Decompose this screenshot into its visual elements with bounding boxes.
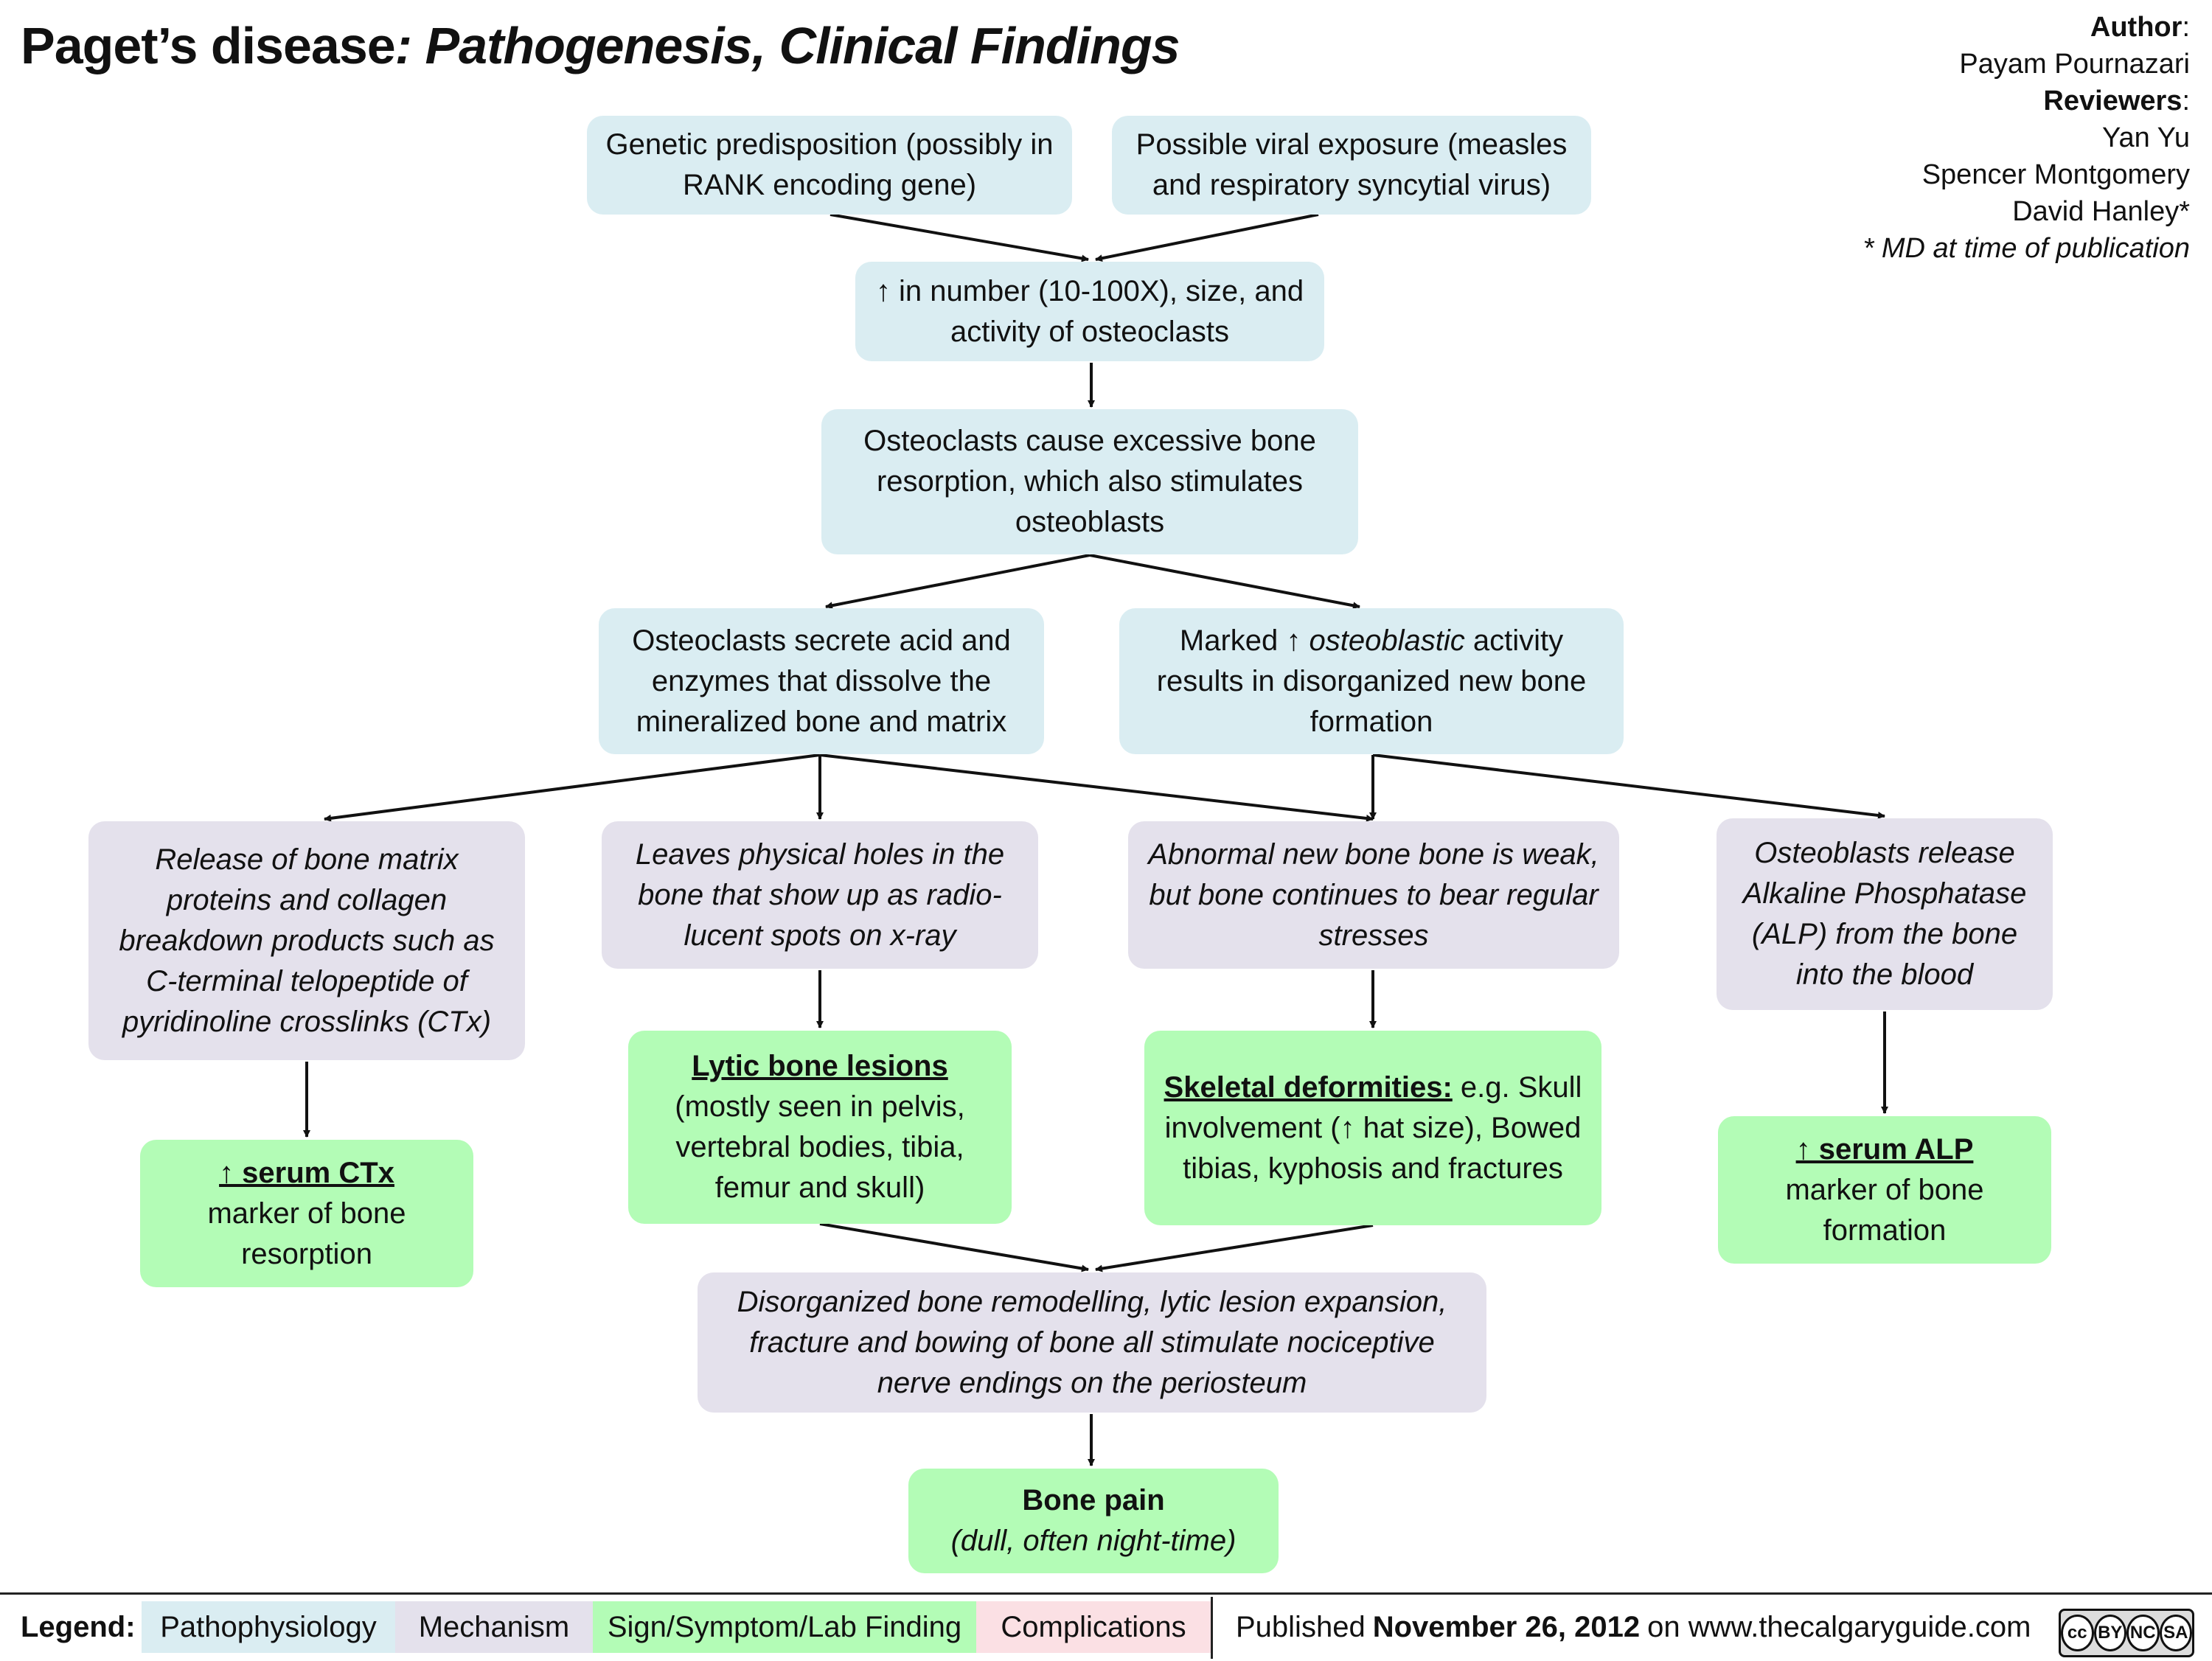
osteoblastic-post: activity results in disorganized new bon… xyxy=(1156,624,1587,738)
skeletal-deformities-title: Skeletal deformities: xyxy=(1164,1070,1453,1104)
nc-icon: NC xyxy=(2126,1615,2160,1651)
arrow xyxy=(1372,753,1885,819)
arrow xyxy=(830,213,1089,262)
author-label: Author xyxy=(2090,12,2183,43)
genetic-predisposition-box: Genetic predisposition (possibly in RANK… xyxy=(587,116,1072,215)
legend-sign-symptom: Sign/Symptom/Lab Finding xyxy=(593,1601,976,1653)
title-main: Paget’s disease xyxy=(21,17,396,74)
serum-alp-text: marker of bone formation xyxy=(1785,1173,1984,1247)
footer-divider xyxy=(1211,1597,1213,1659)
cc-icon: cc xyxy=(2061,1615,2094,1651)
reviewer-name: Yan Yu xyxy=(2101,122,2190,153)
arrow xyxy=(819,753,1374,822)
excessive-resorption-box: Osteoclasts cause excessive bone resorpt… xyxy=(821,409,1358,554)
legend-bar xyxy=(0,1592,2212,1661)
osteoclast-increase-box: ↑ in number (10-100X), size, and activit… xyxy=(855,262,1324,361)
creative-commons-badge: cc BY NC SA xyxy=(2059,1609,2194,1657)
legend-complications: Complications xyxy=(976,1601,1211,1653)
serum-alp-box: ↑ serum ALP marker of bone formation xyxy=(1718,1116,2051,1264)
legend-label: Legend: xyxy=(21,1610,136,1643)
viral-exposure-box: Possible viral exposure (measles and res… xyxy=(1112,116,1591,215)
nociceptive-stimulation-box: Disorganized bone remodelling, lytic les… xyxy=(698,1272,1486,1413)
skeletal-deformities-box: Skeletal deformities: e.g. Skull involve… xyxy=(1144,1031,1601,1225)
lytic-lesions-title: Lytic bone lesions xyxy=(692,1050,948,1082)
bone-matrix-release-box: Release of bone matrix proteins and coll… xyxy=(88,821,525,1060)
lytic-lesions-text: (mostly seen in pelvis, vertebral bodies… xyxy=(675,1090,965,1204)
legend-mechanism: Mechanism xyxy=(395,1601,593,1653)
arrow xyxy=(819,1222,1089,1272)
published-date: November 26, 2012 xyxy=(1372,1610,1641,1643)
published-pre: Published xyxy=(1236,1610,1366,1643)
website-url: on www.thecalgaryguide.com xyxy=(1647,1610,2031,1643)
serum-ctx-title: ↑ serum CTx xyxy=(219,1156,394,1189)
credits: Author: Payam Pournazari Reviewers: Yan … xyxy=(1777,9,2190,267)
bone-pain-title: Bone pain xyxy=(1022,1484,1165,1517)
osteoblastic-activity-box: Marked ↑ osteoblastic activity results i… xyxy=(1119,608,1624,754)
skeletal-deformities-detail: e.g. Skull involvement (↑ hat size), Bow… xyxy=(1164,1070,1582,1185)
serum-ctx-text: marker of bone resorption xyxy=(207,1197,406,1270)
author-name: Payam Pournazari xyxy=(1959,49,2190,80)
osteoblastic-em: osteoblastic xyxy=(1309,624,1465,657)
osteoblastic-activity-text: Marked ↑ osteoblastic activity results i… xyxy=(1135,621,1607,742)
arrow xyxy=(1095,1224,1374,1272)
sa-icon: SA xyxy=(2159,1615,2192,1651)
bone-pain-box: Bone pain (dull, often night-time) xyxy=(908,1469,1279,1573)
reviewer-name: Spencer Montgomery xyxy=(1921,159,2190,190)
arrow xyxy=(1089,554,1360,610)
md-note: * MD at time of publication xyxy=(1863,233,2190,264)
published-note: Published November 26, 2012 on www.theca… xyxy=(1236,1601,2047,1653)
serum-alp-title: ↑ serum ALP xyxy=(1795,1132,1974,1166)
serum-ctx-box: ↑ serum CTx marker of bone resorption xyxy=(140,1140,473,1287)
page-title: Paget’s disease: Pathogenesis, Clinical … xyxy=(21,16,1180,75)
arrow xyxy=(825,554,1091,610)
arrow xyxy=(324,753,821,822)
reviewer-name: David Hanley* xyxy=(2012,196,2190,227)
physical-holes-box: Leaves physical holes in the bone that s… xyxy=(602,821,1038,969)
alp-release-box: Osteoblasts release Alkaline Phosphatase… xyxy=(1717,818,2053,1010)
acid-enzymes-box: Osteoclasts secrete acid and enzymes tha… xyxy=(599,608,1044,754)
skeletal-deformities-text: Skeletal deformities: e.g. Skull involve… xyxy=(1161,1068,1585,1189)
legend-pathophysiology: Pathophysiology xyxy=(142,1601,395,1653)
osteoblastic-pre: Marked ↑ xyxy=(1179,624,1310,657)
weak-new-bone-box: Abnormal new bone bone is weak, but bone… xyxy=(1128,821,1619,969)
lytic-lesions-box: Lytic bone lesions (mostly seen in pelvi… xyxy=(628,1031,1012,1224)
title-sub: : Pathogenesis, Clinical Findings xyxy=(394,17,1180,74)
bone-pain-text: (dull, often night-time) xyxy=(950,1525,1237,1557)
by-icon: BY xyxy=(2093,1615,2126,1651)
arrow xyxy=(1095,213,1319,262)
reviewers-label: Reviewers xyxy=(2043,86,2183,116)
